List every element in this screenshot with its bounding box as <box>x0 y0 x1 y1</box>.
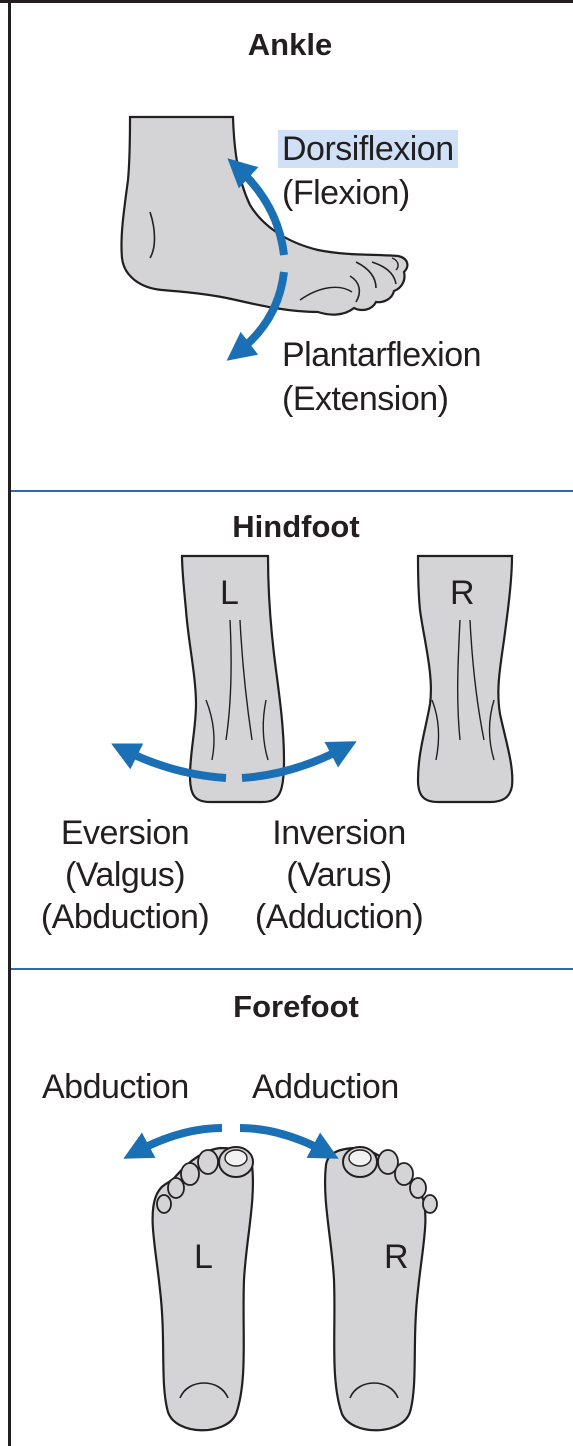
varus-label: (Varus) <box>234 856 444 894</box>
dorsiflexion-label: Dorsiflexion <box>278 130 458 168</box>
hindfoot-right-label: R <box>450 574 474 612</box>
forefoot-title: Forefoot <box>196 988 396 1026</box>
inversion-adduction-label: (Adduction) <box>234 898 444 936</box>
forefoot-adduction-label: Adduction <box>252 1068 399 1106</box>
adduction-arrow <box>240 1128 326 1152</box>
hindfoot-title: Hindfoot <box>196 508 396 546</box>
dorsiflexion-highlight: Dorsiflexion <box>278 130 458 168</box>
valgus-label: (Valgus) <box>20 856 230 894</box>
extension-label: (Extension) <box>282 380 448 418</box>
forefoot-left-foot <box>153 1147 253 1430</box>
ankle-title: Ankle <box>190 26 390 64</box>
abduction-arrow <box>136 1128 222 1152</box>
plantarflexion-label: Plantarflexion <box>282 336 481 374</box>
forefoot-right-label: R <box>384 1238 408 1276</box>
forefoot-abduction-label: Abduction <box>42 1068 189 1106</box>
forefoot-right-foot <box>325 1147 437 1430</box>
inversion-label: Inversion <box>234 814 444 852</box>
forefoot-left-label: L <box>194 1238 212 1276</box>
eversion-label: Eversion <box>20 814 230 852</box>
flexion-label: (Flexion) <box>282 174 410 212</box>
eversion-abduction-label: (Abduction) <box>20 898 230 936</box>
hindfoot-left-label: L <box>220 574 238 612</box>
